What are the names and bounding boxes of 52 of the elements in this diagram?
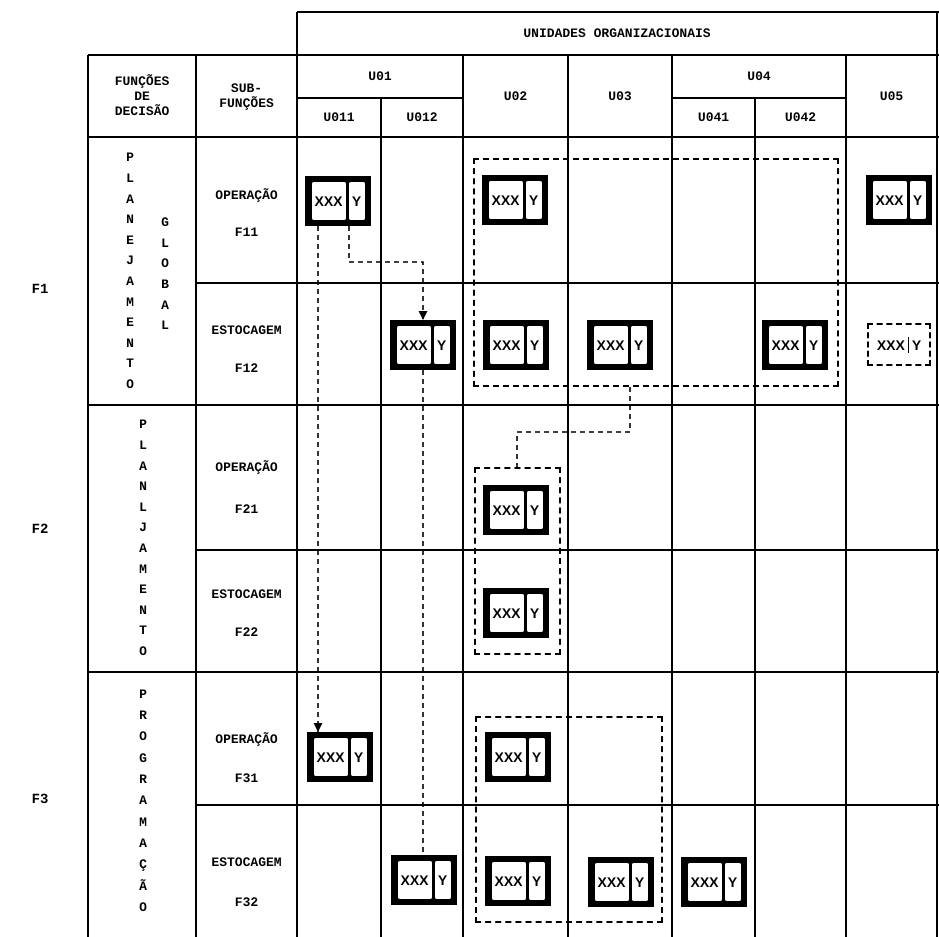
code-box: XXX Y bbox=[485, 856, 551, 906]
row-label: F3 bbox=[32, 792, 48, 808]
function-name: PROGRAMAÇÃO bbox=[138, 686, 148, 917]
subfunction-code: F31 bbox=[234, 770, 258, 786]
subfunction-code: F32 bbox=[234, 894, 258, 910]
subfunction-name: ESTOCAGEM bbox=[211, 854, 282, 870]
subfunction-code: F21 bbox=[234, 502, 258, 516]
column-header: FUNÇÕES DE DECISÃO bbox=[114, 74, 170, 118]
function-name: PLANEJAMENTO bbox=[125, 149, 135, 394]
code-box: XXX Y bbox=[483, 320, 549, 370]
subfunction-code: F12 bbox=[234, 360, 258, 376]
row-label: F1 bbox=[32, 282, 48, 298]
dashed-arrow bbox=[314, 226, 322, 732]
code-box: XXX Y bbox=[391, 855, 457, 905]
code-box: XXX Y bbox=[681, 857, 747, 907]
code-box: XXX Y bbox=[307, 732, 373, 782]
code-box: XXX Y bbox=[482, 175, 548, 225]
subfunction-name: OPERAÇÃO bbox=[215, 732, 278, 746]
column-header: U011 bbox=[323, 110, 355, 125]
subfunction-code: F11 bbox=[234, 224, 258, 240]
column-header: U04 bbox=[747, 69, 771, 84]
code-box: XXX Y bbox=[483, 485, 549, 535]
code-box: XXX Y bbox=[485, 732, 551, 782]
subfunction-name: ESTOCAGEM bbox=[211, 586, 282, 602]
column-header: U05 bbox=[880, 88, 904, 104]
code-box: XXX Y bbox=[587, 320, 653, 370]
dashed-group-outline bbox=[475, 716, 663, 923]
code-box: XXX Y bbox=[588, 857, 654, 907]
subfunction-name: ESTOCAGEM bbox=[211, 322, 282, 338]
code-box: XXX Y bbox=[866, 175, 932, 225]
column-header: U041 bbox=[698, 110, 730, 125]
column-header: UNIDADES ORGANIZACIONAIS bbox=[523, 26, 711, 41]
dashed-group-outline bbox=[474, 467, 561, 655]
subfunction-name: OPERAÇÃO bbox=[215, 188, 278, 202]
function-name: PLANLJAMENTO bbox=[138, 416, 148, 661]
code-box: XXX Y bbox=[390, 320, 456, 370]
subfunction-name: OPERAÇÃO bbox=[215, 460, 278, 474]
dashed-code-box: XXX Y bbox=[867, 323, 931, 366]
dashed-group-outline bbox=[473, 158, 839, 387]
column-header: SUB- FUNÇÕES bbox=[218, 81, 275, 111]
code-box: XXX Y bbox=[305, 176, 371, 226]
dashed-arrow bbox=[348, 226, 428, 320]
column-header: U02 bbox=[504, 88, 528, 104]
column-header: U03 bbox=[608, 88, 632, 104]
column-header: U042 bbox=[784, 110, 816, 125]
code-box: XXX Y bbox=[762, 320, 828, 370]
row-label: F2 bbox=[32, 522, 48, 538]
function-name: GLOBAL bbox=[160, 214, 170, 336]
column-header: U012 bbox=[406, 110, 438, 125]
code-box: XXX Y bbox=[483, 588, 549, 638]
subfunction-code: F22 bbox=[234, 624, 258, 640]
column-header: U01 bbox=[368, 69, 392, 84]
